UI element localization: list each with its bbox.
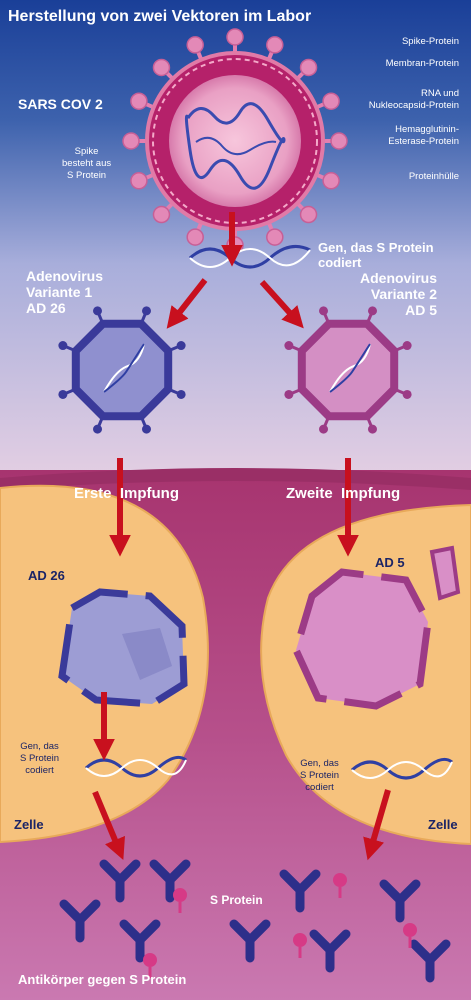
adenovirus-fragment	[58, 588, 188, 708]
adenovirus-icon	[58, 306, 186, 434]
arrow-icon	[259, 279, 304, 329]
cell-label-left: Zelle	[14, 817, 44, 832]
cell-2-virus-label: AD 5	[375, 555, 405, 570]
legend-spike-protein: Spike-Protein	[401, 36, 459, 47]
cell-label-right: Zelle	[428, 817, 458, 832]
virus-name: SARS COV 2	[18, 96, 103, 112]
diagram-title: Herstellung von zwei Vektoren im Labor	[8, 8, 312, 25]
spike-note-line: S Protein	[67, 170, 107, 181]
arrow-icon	[363, 789, 391, 861]
coronavirus-icon	[122, 28, 348, 254]
antibody-icon	[59, 859, 451, 983]
spike-note-line: Spike	[74, 146, 99, 157]
s-protein-icon	[143, 873, 417, 978]
legend-hemagglutinin-esterase: Hemagglutinin-Esterase-Protein	[388, 124, 459, 147]
spike-note-line: besteht aus	[62, 158, 112, 169]
adenovirus-fragment	[292, 545, 461, 710]
dna-helix-icon	[188, 244, 311, 269]
adenovirus-icon	[284, 306, 412, 434]
legend-protein-shell: Proteinhülle	[408, 171, 459, 182]
s-protein-label: S Protein	[210, 893, 263, 907]
cell-1-virus-label: AD 26	[28, 568, 65, 583]
antibody-label: Antikörper gegen S Protein	[18, 972, 187, 987]
second-vaccination-label: Zweite Impfung	[286, 485, 401, 502]
first-vaccination-label: Erste Impfung	[74, 485, 180, 502]
legend-membrane-protein: Membran-Protein	[385, 58, 459, 69]
arrow-icon	[92, 790, 125, 860]
spike-note: Spike besteht aus S Protein	[62, 146, 111, 182]
dna-helix-icon	[351, 757, 453, 780]
arrow-icon	[166, 278, 208, 329]
